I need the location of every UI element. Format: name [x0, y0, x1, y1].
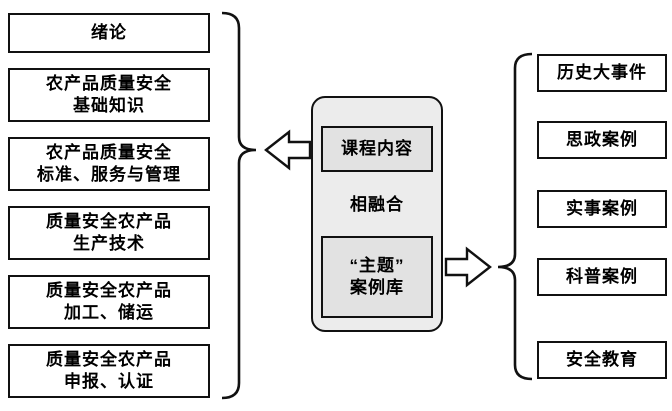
- case-box-current-events: 实事案例: [537, 190, 667, 228]
- chapter-label: 质量安全农产品 生产技术: [46, 211, 172, 253]
- arrow-left-icon: [264, 129, 312, 171]
- chapter-box-basics: 农产品质量安全 基础知识: [8, 68, 210, 122]
- chapter-label: 质量安全农产品 申报、认证: [46, 349, 172, 391]
- case-label: 思政案例: [566, 129, 638, 149]
- arrow-right-icon: [444, 246, 492, 288]
- right-brace: [497, 52, 533, 381]
- chapter-label: 农产品质量安全 标准、服务与管理: [37, 142, 181, 184]
- case-label: 实事案例: [566, 198, 638, 218]
- course-content-label: 课程内容: [341, 138, 413, 158]
- chapter-box-standards: 农产品质量安全 标准、服务与管理: [8, 137, 210, 191]
- fusion-text: 相融合: [311, 192, 443, 218]
- chapter-label: 农产品质量安全 基础知识: [46, 73, 172, 115]
- case-label: 安全教育: [566, 349, 638, 369]
- chapter-label: 绪论: [91, 22, 127, 42]
- chapter-label: 质量安全农产品 加工、储运: [46, 280, 172, 322]
- chapter-box-intro: 绪论: [8, 13, 210, 53]
- chapter-box-certification: 质量安全农产品 申报、认证: [8, 344, 210, 398]
- left-brace: [221, 11, 257, 400]
- case-box-safety-education: 安全教育: [537, 341, 667, 379]
- case-box-ideology: 思政案例: [537, 121, 667, 159]
- case-library-label: “主题” 案例库: [349, 255, 405, 297]
- chapter-box-processing: 质量安全农产品 加工、储运: [8, 275, 210, 329]
- case-box-history: 历史大事件: [537, 54, 667, 92]
- case-box-science: 科普案例: [537, 258, 667, 296]
- case-label: 历史大事件: [557, 62, 647, 82]
- chapter-box-production: 质量安全农产品 生产技术: [8, 206, 210, 260]
- fusion-label: 相融合: [350, 194, 404, 214]
- case-library-box: “主题” 案例库: [321, 236, 433, 318]
- course-content-box: 课程内容: [321, 126, 433, 172]
- case-label: 科普案例: [566, 266, 638, 286]
